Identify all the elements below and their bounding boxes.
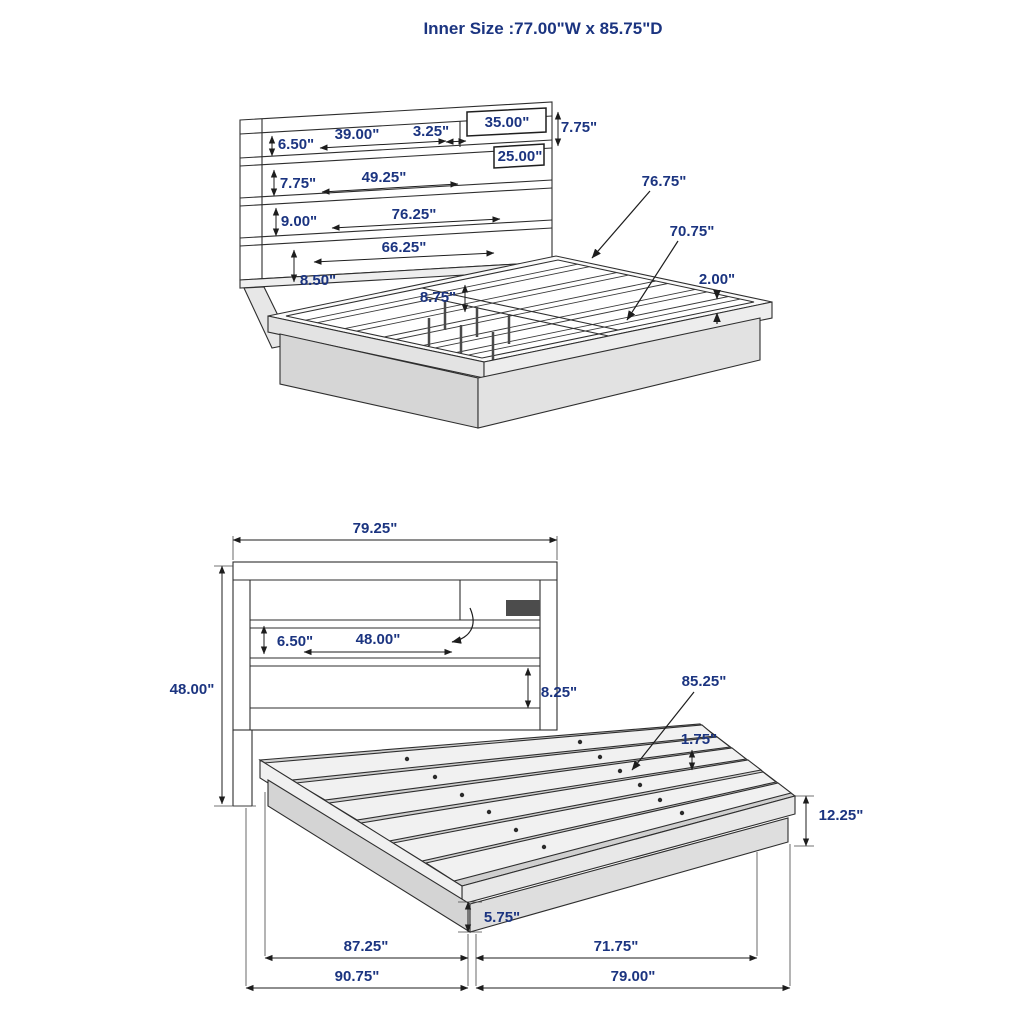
- iso-platform: [267, 255, 773, 429]
- dim-side-rail-length-label: 76.75": [642, 173, 687, 190]
- dim-foot-width-label: 71.75": [594, 938, 639, 955]
- dim-slat-width-label: 8.75": [420, 289, 456, 306]
- shelf-cubby-recess: [506, 600, 540, 616]
- dim-deck-bottom-length-label: 87.25": [344, 938, 389, 955]
- dim-shelf1-height-label: 6.50": [278, 136, 314, 153]
- dim-cubby-width-label: 35.00": [485, 114, 530, 131]
- dim-shelf2-height-label: 7.75": [280, 175, 316, 192]
- front-view: 79.25" 48.00" 6.50" 48.00" 8.25" 85.25" …: [170, 520, 864, 992]
- dim-shelf3-height-label: 9.00": [281, 213, 317, 230]
- dim-shelf1-width-label: 39.00": [335, 126, 380, 143]
- dim-base-height-label: 8.50": [300, 272, 336, 289]
- dim-center-rail-length-label: 70.75": [670, 223, 715, 240]
- dim-cubby-height-label: 7.75": [561, 119, 597, 136]
- dim-deck-length-label: 85.25": [682, 673, 727, 690]
- dim-ledge-height-label: 8.25": [541, 684, 577, 701]
- dim-shelf-width-label: 48.00": [356, 631, 401, 648]
- dim-headboard-height-label: 48.00": [170, 681, 215, 698]
- dim-side-height-label: 12.25": [819, 807, 864, 824]
- dim-overall-length-label: 90.75": [335, 968, 380, 985]
- dim-base-height-label: 5.75": [484, 909, 520, 926]
- dim-shelf-height-label: 6.50": [277, 633, 313, 650]
- dim-overall-width-label: 79.00": [611, 968, 656, 985]
- dim-shelf4-width-label: 66.25": [382, 239, 427, 256]
- iso-cubby-inner-box: [493, 143, 545, 169]
- dim-rail-thickness-label: 2.00": [699, 271, 735, 288]
- side-rail-leader-arrow: [591, 190, 651, 259]
- deck-length-leader-arrow: [631, 691, 695, 771]
- dim-shelf2-width-label: 49.25": [362, 169, 407, 186]
- iso-dimension-lines: [268, 111, 721, 324]
- dim-cubby-inner-width-label: 25.00": [498, 148, 543, 165]
- iso-cubby-box: [466, 107, 547, 137]
- dim-divider-width-label: 3.25": [413, 123, 449, 140]
- shelf-curved-arrow: [451, 607, 474, 644]
- center-rail-leader-arrow: [626, 240, 679, 321]
- isometric-view: 6.50" 39.00" 3.25" 35.00" 7.75" 25.00" 7…: [239, 101, 773, 429]
- front-dimension-lines: [214, 536, 814, 992]
- dim-headboard-width-label: 79.25": [353, 520, 398, 537]
- front-platform: [258, 723, 797, 933]
- dim-plank-gap-label: 1.75": [681, 731, 717, 748]
- plank-screw-dots: [404, 739, 685, 850]
- dim-shelf3-width-label: 76.25": [392, 206, 437, 223]
- front-headboard: [232, 561, 558, 807]
- inner-size-title: Inner Size :77.00"W x 85.75"D: [423, 19, 662, 38]
